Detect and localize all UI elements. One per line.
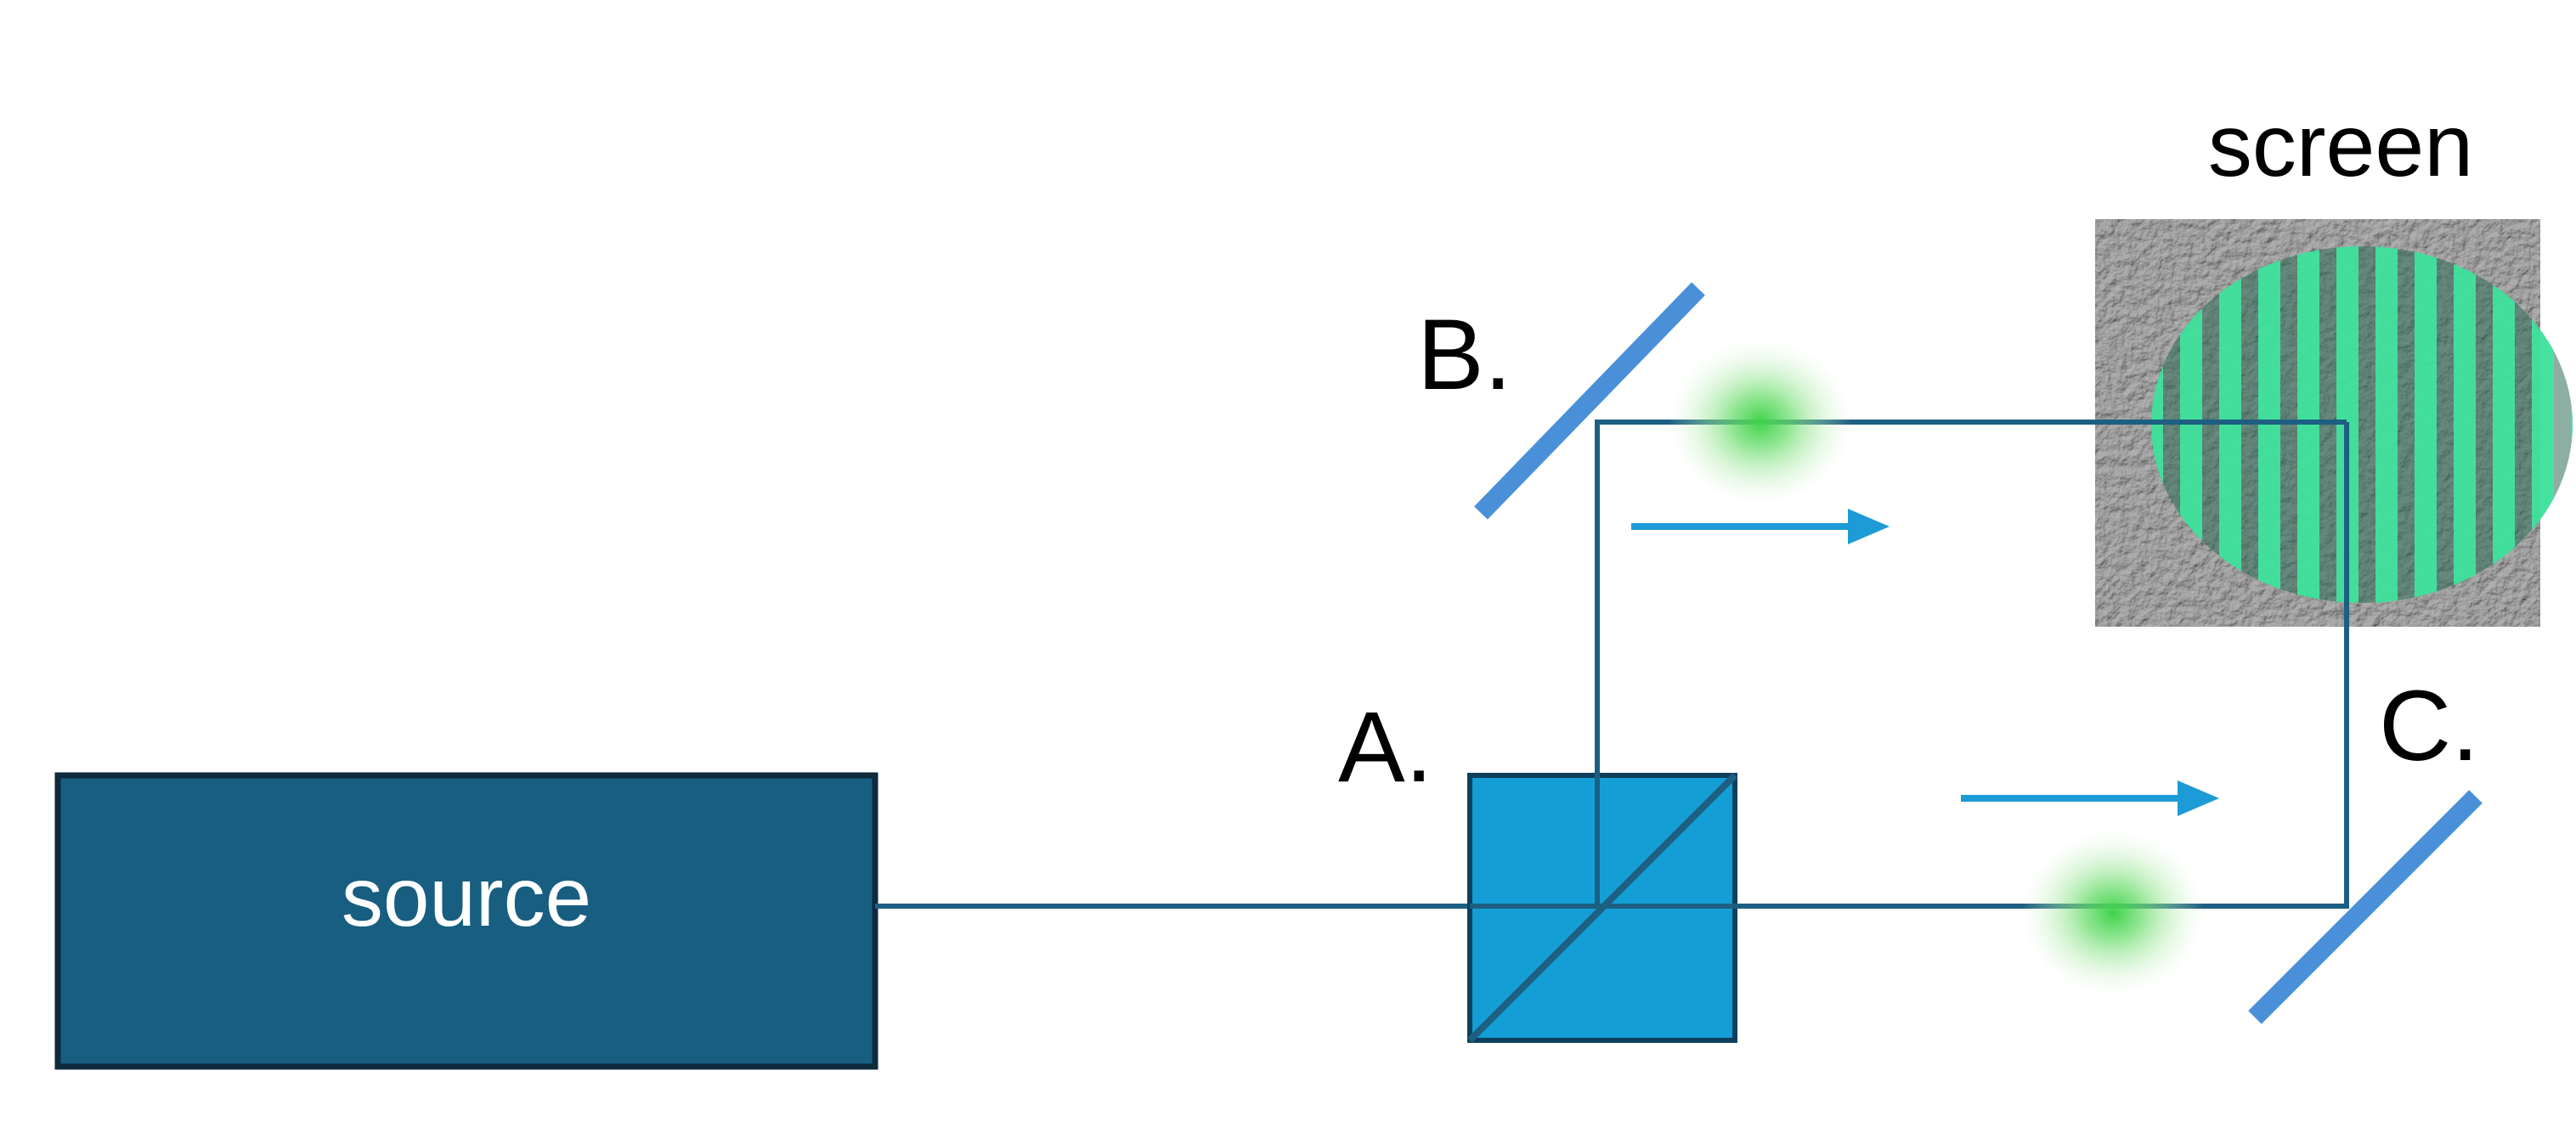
- fringe-stripe: [2571, 246, 2573, 603]
- mirror-b: [1474, 282, 1705, 520]
- label-c: C.: [2379, 670, 2479, 782]
- fringe-stripe: [2415, 246, 2437, 603]
- right-arrow-head-upper: [1848, 509, 1890, 544]
- label-b: B.: [1417, 299, 1512, 411]
- fringe-stripe: [2493, 246, 2515, 603]
- mirror-c: [2248, 790, 2483, 1024]
- source-box: source: [54, 772, 878, 1070]
- fringe-stripe: [2375, 246, 2398, 603]
- light-spot-lower: [2021, 831, 2205, 995]
- label-a: A.: [1338, 691, 1433, 803]
- source-label: source: [342, 850, 591, 944]
- screen-label: screen: [2208, 97, 2473, 195]
- light-spot-upper: [1669, 340, 1852, 504]
- right-arrow-head-lower: [2178, 780, 2219, 816]
- fringe-stripe: [2454, 246, 2476, 603]
